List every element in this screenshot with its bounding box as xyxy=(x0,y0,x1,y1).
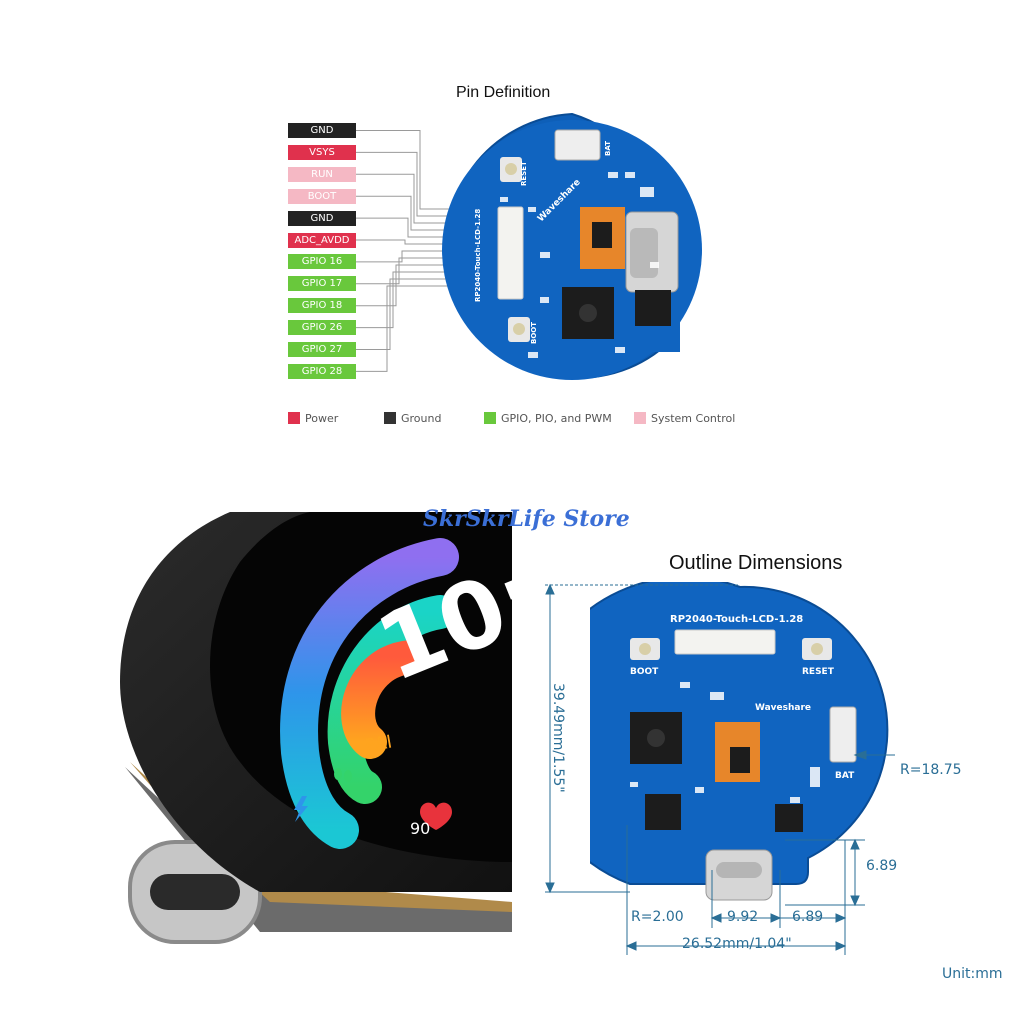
legend-label: System Control xyxy=(651,412,736,425)
usb-width-dimension: 9.92 xyxy=(727,909,759,925)
notch-height-dimension: 6.89 xyxy=(866,858,898,874)
pin-board-label: RP2040-Touch-LCD-1.28 xyxy=(474,209,482,302)
pai-arc xyxy=(341,640,427,759)
pin-label: RUN xyxy=(288,166,356,182)
outline-boot-label: BOOT xyxy=(630,667,659,677)
pin-label: GPIO 18 xyxy=(288,298,356,314)
legend-swatch xyxy=(484,412,496,424)
pin-wire xyxy=(356,285,500,372)
radius-dimension: R=18.75 xyxy=(900,762,962,778)
pin-label: GPIO 17 xyxy=(288,276,356,292)
legend-swatch xyxy=(288,412,300,424)
legend-item: Ground xyxy=(384,412,441,426)
legend-item: System Control xyxy=(634,412,735,426)
activity-arc-outer xyxy=(280,538,459,849)
outline-bat-connector xyxy=(829,706,857,763)
pin-label: GND xyxy=(288,123,356,138)
pin-boot-label: BOOT xyxy=(530,322,538,344)
unit-label: Unit:mm xyxy=(942,966,1003,982)
height-dimension: 39.49mm/1.55" xyxy=(550,683,566,793)
pin-label: GPIO 27 xyxy=(288,342,356,357)
outline-brand: Waveshare xyxy=(755,703,811,713)
legend-swatch xyxy=(634,412,646,424)
dimension-lines xyxy=(545,583,895,955)
product-photo: 10:0 PAI 90 xyxy=(110,512,512,952)
pai-label: PAI xyxy=(363,731,394,756)
bat-connector xyxy=(554,129,601,161)
pin-wire xyxy=(356,278,500,350)
legend-item: GPIO, PIO, and PWM xyxy=(484,412,612,426)
pin-label: GND xyxy=(288,210,356,226)
pin-label: VSYS xyxy=(288,144,356,160)
outline-board: RP2040-Touch-LCD-1.28 BOOT RESET BAT Wav… xyxy=(590,582,889,901)
fpc-connector xyxy=(497,206,524,300)
heart-rate: 90 xyxy=(410,819,430,838)
legend-label: Ground xyxy=(401,412,442,425)
legend-label: GPIO, PIO, and PWM xyxy=(501,412,612,425)
lightning-icon xyxy=(294,796,308,822)
store-watermark: SkrSkrLife Store xyxy=(423,506,630,532)
pin-label: ADC_AVDD xyxy=(288,232,356,248)
legend-label: Power xyxy=(305,412,339,425)
corner-radius-dimension: R=2.00 xyxy=(631,909,684,925)
pin-label: GPIO 28 xyxy=(288,363,356,379)
width-dimension: 26.52mm/1.04" xyxy=(682,936,792,952)
pin-bat-label: BAT xyxy=(604,141,612,156)
pin-reset-label: RESET xyxy=(520,161,528,186)
outline-board-label: RP2040-Touch-LCD-1.28 xyxy=(670,614,803,625)
outline-reset-label: RESET xyxy=(802,667,835,677)
outline-title: Outline Dimensions xyxy=(669,552,843,574)
pin-label: GPIO 16 xyxy=(288,254,356,270)
outline-fpc-connector xyxy=(674,629,776,655)
pin-label: GPIO 26 xyxy=(288,320,356,336)
pin-definition-title: Pin Definition xyxy=(456,84,551,101)
legend-item: Power xyxy=(288,412,338,426)
pin-definition-board: RP2040-Touch-LCD-1.28 Waveshare RESET BO… xyxy=(442,112,702,380)
right-offset-dimension: 6.89 xyxy=(792,909,824,925)
pin-label: BOOT xyxy=(288,188,356,204)
outline-bat-label: BAT xyxy=(835,771,855,781)
steps-icon xyxy=(334,768,352,782)
heart-icon xyxy=(420,802,452,830)
legend-swatch xyxy=(384,412,396,424)
